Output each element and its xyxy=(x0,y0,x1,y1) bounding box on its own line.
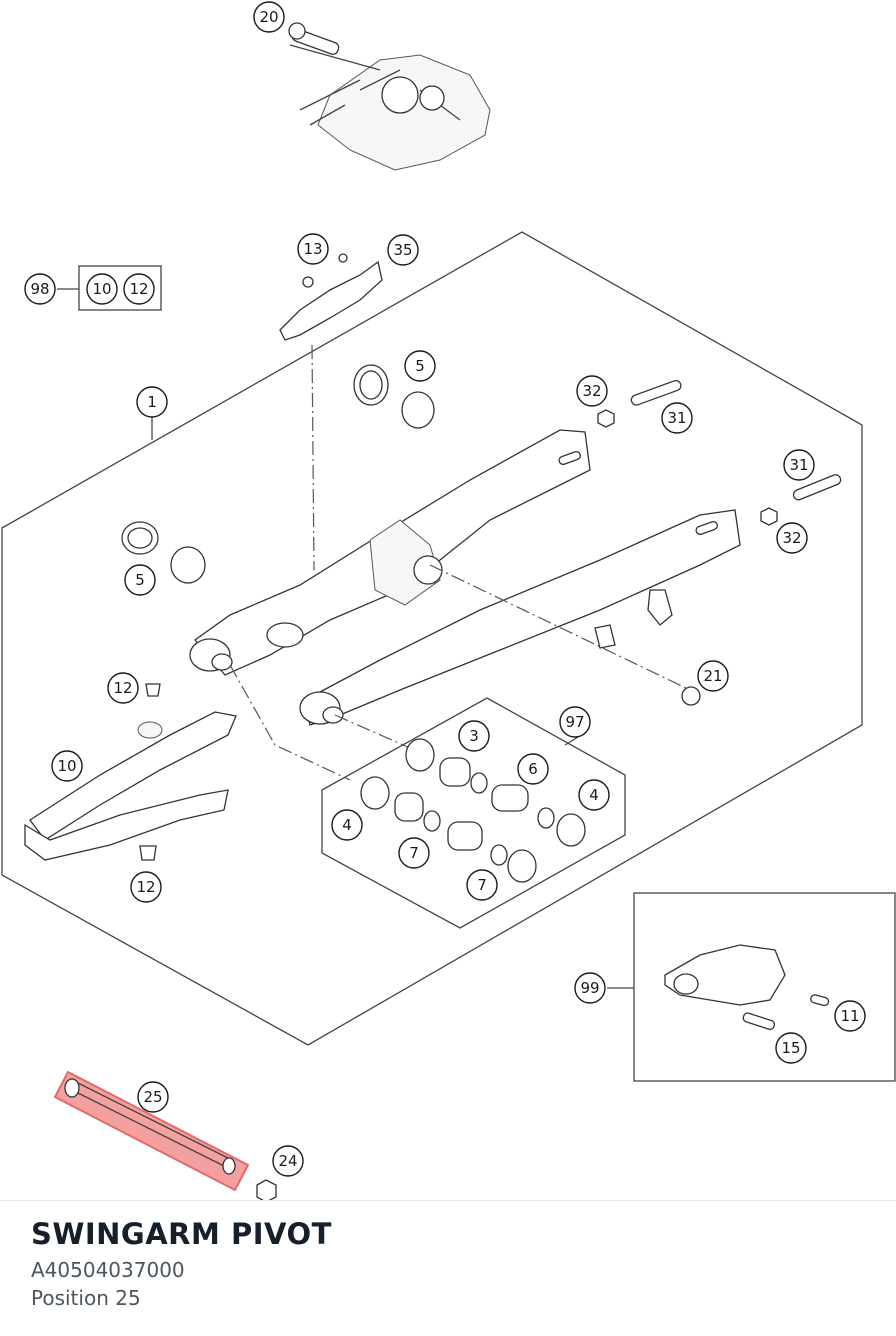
svg-text:15: 15 xyxy=(781,1039,800,1057)
pivot-shaft-25-highlight[interactable] xyxy=(54,1071,249,1191)
seal-5-left[interactable] xyxy=(121,521,206,584)
nut-21[interactable] xyxy=(681,686,701,706)
callout-1[interactable]: 1 xyxy=(136,386,168,418)
bearing-kit-parts[interactable] xyxy=(360,738,586,883)
callout-5-top[interactable]: 5 xyxy=(404,350,436,382)
callout-4-right[interactable]: 4 xyxy=(578,779,610,811)
svg-text:99: 99 xyxy=(580,979,599,997)
part-position: Position 25 xyxy=(31,1286,141,1310)
callout-98[interactable]: 98 xyxy=(24,273,56,305)
callout-21[interactable]: 21 xyxy=(697,660,729,692)
callout-7-left[interactable]: 7 xyxy=(398,837,430,869)
highlight-band xyxy=(54,1071,249,1191)
svg-text:32: 32 xyxy=(782,529,801,547)
svg-text:11: 11 xyxy=(840,1007,859,1025)
swingarm-1[interactable] xyxy=(189,429,741,726)
axle-31-right[interactable] xyxy=(760,473,842,526)
svg-text:4: 4 xyxy=(589,786,599,804)
svg-text:6: 6 xyxy=(528,760,538,778)
part-number: A40504037000 xyxy=(31,1258,185,1282)
bearing-kit-outline xyxy=(321,697,626,929)
callout-7-right[interactable]: 7 xyxy=(466,869,498,901)
svg-text:98: 98 xyxy=(30,280,49,298)
callout-98-12[interactable]: 12 xyxy=(123,273,155,305)
exploded-parts-diagram: 20 13 35 98 10 12 5 1 32 31 31 32 5 21 1… xyxy=(1,1,896,1200)
svg-text:12: 12 xyxy=(113,679,132,697)
callout-24[interactable]: 24 xyxy=(272,1145,304,1177)
chain-slider-10[interactable] xyxy=(24,711,237,861)
svg-text:31: 31 xyxy=(667,409,686,427)
callout-35[interactable]: 35 xyxy=(387,234,419,266)
svg-text:3: 3 xyxy=(469,727,479,745)
callout-12-lower[interactable]: 12 xyxy=(130,871,162,903)
callout-5-left[interactable]: 5 xyxy=(124,564,156,596)
svg-text:10: 10 xyxy=(57,757,76,775)
svg-text:35: 35 xyxy=(393,241,412,259)
svg-text:4: 4 xyxy=(342,816,352,834)
callout-20[interactable]: 20 xyxy=(253,1,285,33)
swingarm-kit-outline xyxy=(1,231,863,1046)
callout-99[interactable]: 99 xyxy=(574,972,606,1004)
callout-98-10[interactable]: 10 xyxy=(86,273,118,305)
callout-15[interactable]: 15 xyxy=(775,1032,807,1064)
svg-text:10: 10 xyxy=(92,280,111,298)
part-info-footer: SWINGARM PIVOT A40504037000 Position 25 xyxy=(0,1200,896,1336)
svg-text:5: 5 xyxy=(135,571,145,589)
svg-text:1: 1 xyxy=(147,393,157,411)
callout-25[interactable]: 25 xyxy=(137,1081,169,1113)
seal-5-top[interactable] xyxy=(353,364,435,429)
svg-text:13: 13 xyxy=(303,240,322,258)
svg-text:7: 7 xyxy=(409,844,419,862)
callout-97[interactable]: 97 xyxy=(559,706,591,738)
svg-text:21: 21 xyxy=(703,667,722,685)
callout-3[interactable]: 3 xyxy=(458,720,490,752)
leader-lines xyxy=(57,288,634,989)
part-title: SWINGARM PIVOT xyxy=(31,1217,332,1251)
svg-text:97: 97 xyxy=(565,713,584,731)
callout-12-upper[interactable]: 12 xyxy=(107,672,139,704)
callout-13[interactable]: 13 xyxy=(297,233,329,265)
svg-text:25: 25 xyxy=(143,1088,162,1106)
svg-text:32: 32 xyxy=(582,382,601,400)
bolt-12-lower[interactable] xyxy=(139,845,157,861)
chain-guide-kit-outline xyxy=(633,892,896,1082)
callout-11[interactable]: 11 xyxy=(834,1000,866,1032)
svg-text:7: 7 xyxy=(477,876,487,894)
callout-32-right[interactable]: 32 xyxy=(776,522,808,554)
svg-text:5: 5 xyxy=(415,357,425,375)
callout-10[interactable]: 10 xyxy=(51,750,83,782)
svg-text:24: 24 xyxy=(278,1152,297,1170)
svg-text:31: 31 xyxy=(789,456,808,474)
chain-slider-bracket-35[interactable] xyxy=(279,253,383,341)
callout-32-top[interactable]: 32 xyxy=(576,375,608,407)
bolt-12-upper[interactable] xyxy=(145,683,161,697)
axle-31-top[interactable] xyxy=(597,379,682,428)
pivot-bolt-20[interactable] xyxy=(288,22,340,56)
callout-31-top[interactable]: 31 xyxy=(661,402,693,434)
frame-section xyxy=(289,44,491,171)
nut-24[interactable] xyxy=(256,1179,277,1200)
chain-guide-99[interactable] xyxy=(664,944,830,1031)
svg-text:20: 20 xyxy=(259,8,278,26)
svg-text:12: 12 xyxy=(129,280,148,298)
kit-98-box xyxy=(78,265,162,311)
callout-6[interactable]: 6 xyxy=(517,753,549,785)
callout-31-right[interactable]: 31 xyxy=(783,449,815,481)
svg-text:12: 12 xyxy=(136,878,155,896)
callout-4-left[interactable]: 4 xyxy=(331,809,363,841)
